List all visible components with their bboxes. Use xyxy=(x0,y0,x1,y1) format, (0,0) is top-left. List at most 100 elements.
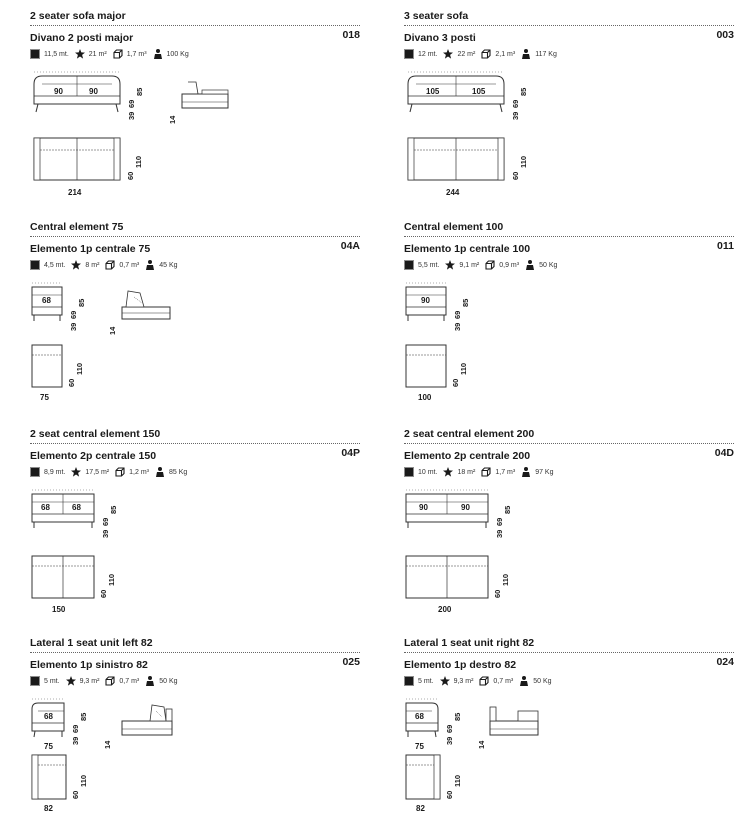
height-label: 69 xyxy=(71,725,80,733)
total-width-label: 82 xyxy=(44,804,53,813)
fabric-meters-icon xyxy=(30,49,40,59)
seat-width-label: 90 xyxy=(89,87,98,96)
spec-weight: 50 Kg xyxy=(525,260,557,270)
spec-row: 8,9 mt. 17,5 m² 1,2 m³ 85 Kg xyxy=(30,466,360,478)
total-width-label: 150 xyxy=(52,605,66,614)
arm-height-label: 14 xyxy=(103,740,112,749)
total-width-label: 82 xyxy=(416,804,425,813)
volume-box-icon xyxy=(479,676,489,686)
spec-volume: 0,7 m³ xyxy=(105,260,139,270)
spec-leather: 8 m² xyxy=(71,260,99,270)
total-width-label: 200 xyxy=(438,605,452,614)
depth-label: 60 xyxy=(67,379,76,387)
spec-row: 11,5 mt. 21 m² 1,7 m³ 100 Kg xyxy=(30,48,360,60)
seat-width-label: 90 xyxy=(461,503,470,512)
height-label: 69 xyxy=(101,518,110,526)
weight-person-icon xyxy=(153,49,162,59)
spec-row: 5,5 mt. 9,1 m² 0,9 m³ 50 Kg xyxy=(404,259,734,271)
height-label: 85 xyxy=(109,506,118,514)
product-code: 04P xyxy=(341,447,360,459)
spec-fabric: 10 mt. xyxy=(404,467,437,477)
depth-label: 110 xyxy=(79,775,88,787)
weight-person-icon xyxy=(522,49,531,59)
product-card-025: Lateral 1 seat unit left 82 Elemento 1p … xyxy=(30,637,360,813)
weight-person-icon xyxy=(146,676,155,686)
depth-label: 60 xyxy=(99,590,108,598)
product-title-en: Lateral 1 seat unit right 82 xyxy=(404,637,734,653)
product-title-it: Elemento 1p sinistro 82 xyxy=(30,659,148,671)
height-label: 85 xyxy=(503,506,512,514)
spec-row: 10 mt. 18 m² 1,7 m³ 97 Kg xyxy=(404,466,734,478)
depth-label: 110 xyxy=(459,363,468,375)
height-label: 85 xyxy=(453,713,462,721)
seat-width-label: 90 xyxy=(421,296,430,305)
product-code: 018 xyxy=(342,29,360,41)
volume-box-icon xyxy=(485,260,495,270)
leather-area-icon xyxy=(74,49,85,59)
spec-weight: 100 Kg xyxy=(153,49,189,59)
depth-label: 110 xyxy=(107,574,116,586)
spec-fabric: 11,5 mt. xyxy=(30,49,69,59)
total-width-label: 100 xyxy=(418,393,432,402)
leather-area-icon xyxy=(71,467,82,477)
spec-leather: 17,5 m² xyxy=(71,467,109,477)
height-label: 85 xyxy=(519,88,528,96)
spec-row: 12 mt. 22 m² 2,1 m³ 117 Kg xyxy=(404,48,734,60)
spec-volume: 0,7 m³ xyxy=(479,676,513,686)
spec-volume: 1,7 m³ xyxy=(481,467,515,477)
fabric-meters-icon xyxy=(404,49,414,59)
product-drawings: 105 105 39 69 85 244 60 110 xyxy=(404,71,734,197)
spec-fabric: 5 mt. xyxy=(30,676,60,686)
depth-label: 110 xyxy=(501,574,510,586)
spec-volume: 1,7 m³ xyxy=(113,49,147,59)
product-title-en: Lateral 1 seat unit left 82 xyxy=(30,637,360,653)
spec-volume: 2,1 m³ xyxy=(481,49,515,59)
depth-label: 60 xyxy=(511,172,520,180)
leather-area-icon xyxy=(71,260,82,270)
height-label: 39 xyxy=(445,737,454,745)
front-view: 68 75 39 69 85 xyxy=(31,698,88,751)
depth-label: 60 xyxy=(451,379,460,387)
height-label: 39 xyxy=(71,737,80,745)
product-title-it: Elemento 1p centrale 75 xyxy=(30,243,151,255)
fabric-meters-icon xyxy=(404,467,414,477)
product-title-it: Divano 2 posti major xyxy=(30,32,134,44)
depth-label: 110 xyxy=(453,775,462,787)
product-code: 04A xyxy=(340,240,360,252)
height-label: 39 xyxy=(495,530,504,538)
product-card-04D: 2 seat central element 200 Elemento 2p c… xyxy=(404,428,734,614)
fabric-meters-icon xyxy=(404,676,414,686)
leather-area-icon xyxy=(439,676,450,686)
product-code: 003 xyxy=(716,29,734,41)
height-label: 85 xyxy=(461,299,470,307)
product-title-it: Elemento 1p centrale 100 xyxy=(404,243,531,255)
leather-area-icon xyxy=(443,467,454,477)
total-width-label: 214 xyxy=(68,188,82,197)
depth-label: 60 xyxy=(493,590,502,598)
product-drawings: 68 39 69 85 14 75 60 110 xyxy=(30,282,360,402)
spec-row: 5 mt. 9,3 m² 0,7 m³ 50 Kg xyxy=(404,675,734,687)
leather-area-icon xyxy=(443,49,454,59)
spec-leather: 18 m² xyxy=(443,467,475,477)
volume-box-icon xyxy=(481,49,491,59)
plan-view: 82 60 110 xyxy=(405,754,462,813)
height-label: 69 xyxy=(127,100,136,108)
product-drawings: 68 75 39 69 85 14 82 xyxy=(404,698,734,829)
plan-view: 200 60 110 xyxy=(405,555,510,614)
spec-weight: 97 Kg xyxy=(521,467,554,477)
product-title-it: Elemento 2p centrale 150 xyxy=(30,450,157,462)
fabric-meters-icon xyxy=(30,467,40,477)
height-label: 85 xyxy=(77,299,86,307)
spec-volume: 0,9 m³ xyxy=(485,260,519,270)
product-title-en: Central element 100 xyxy=(404,221,734,237)
height-label: 85 xyxy=(79,713,88,721)
product-title-en: 3 seater sofa xyxy=(404,10,734,26)
front-view: 90 90 39 69 85 xyxy=(33,71,144,120)
plan-view: 150 60 110 xyxy=(31,555,116,614)
product-card-018: 2 seater sofa major Divano 2 posti major… xyxy=(30,10,360,197)
volume-box-icon xyxy=(113,49,123,59)
seat-width-label: 68 xyxy=(44,712,53,721)
seat-width-label: 105 xyxy=(472,87,486,96)
seat-width-label: 68 xyxy=(415,712,424,721)
